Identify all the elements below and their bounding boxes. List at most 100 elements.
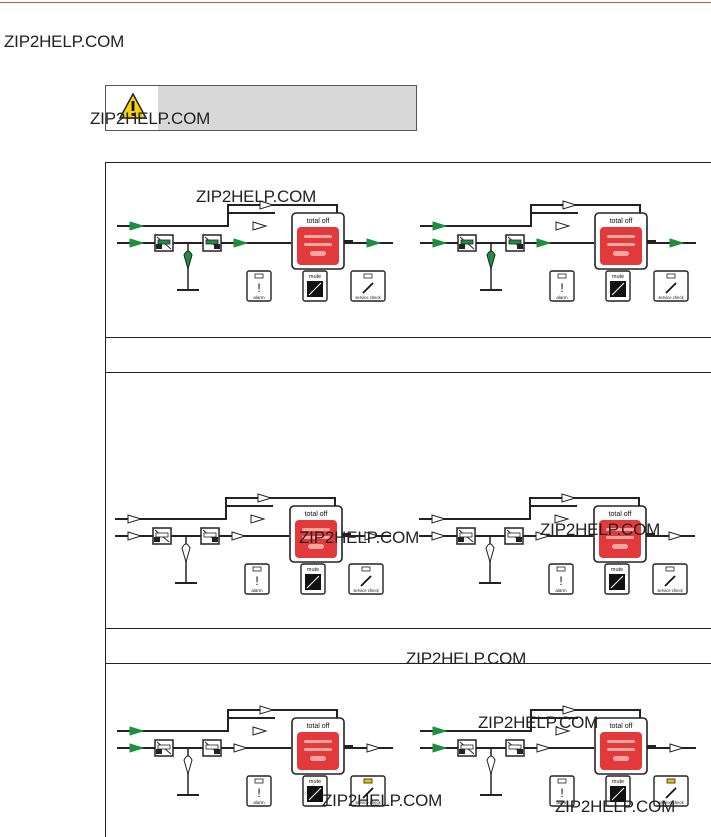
panel-label: total off (307, 723, 330, 730)
watermark-text: ZIP2HELP.COM (478, 713, 599, 732)
flow-arrow (432, 726, 448, 736)
wrench-icon (362, 787, 374, 799)
valve-symbol (457, 739, 477, 757)
panel-label: mute (612, 779, 624, 785)
flow-arrow (536, 238, 552, 248)
panel-label: alarm (251, 588, 263, 593)
flow-arrow (252, 221, 268, 231)
flow-diagram-graphic: total off !alarm mute service check (117, 705, 393, 807)
panel-label: total off (609, 511, 632, 518)
row-separator (105, 337, 711, 338)
flow-diagram: total off !alarm mute service check (115, 700, 397, 815)
panel-label: service check (658, 295, 684, 300)
drain-valve (486, 250, 496, 271)
alarm-indicator: !alarm (549, 270, 575, 302)
flow-arrow (259, 200, 275, 210)
mute-button: mute (300, 563, 326, 595)
top-rule (0, 2, 711, 3)
flow-arrow (561, 493, 577, 503)
flow-arrow (432, 221, 448, 231)
flow-line (117, 717, 275, 732)
flow-arrow (257, 493, 273, 503)
drain-valve (183, 755, 193, 776)
valve-symbol (200, 527, 220, 545)
flow-arrow (555, 726, 571, 736)
alarm-indicator: !alarm (246, 270, 272, 302)
flow-line (420, 212, 578, 227)
panel-label: mute (307, 567, 319, 573)
flow-diagram: total off !alarm mute service check (417, 488, 699, 603)
valve-symbol (154, 234, 174, 252)
alarm-indicator: !alarm (548, 563, 574, 595)
panel-label: ! (560, 786, 563, 800)
flow-arrow (536, 743, 552, 753)
flow-arrow (562, 705, 578, 715)
service-check-indicator: service check (653, 270, 689, 302)
drain-valve (181, 543, 191, 564)
flow-arrow (432, 743, 448, 753)
wrench-icon (360, 575, 372, 587)
alarm-indicator: !alarm (549, 775, 575, 807)
drain-valve (183, 250, 193, 271)
panel-label: mute (309, 779, 321, 785)
service-check-indicator: service check (653, 775, 689, 807)
watermark-text: ZIP2HELP.COM (4, 32, 125, 51)
panel-label: alarm (556, 800, 568, 805)
total-off-panel: total off (594, 212, 648, 270)
flow-arrow (366, 238, 382, 248)
service-check-indicator: service check (348, 563, 384, 595)
flow-line (115, 505, 273, 520)
alarm-indicator: !alarm (246, 775, 272, 807)
panel-label: total off (610, 218, 633, 225)
watermark-text: ZIP2HELP.COM (540, 520, 661, 539)
panel-label: mute (611, 567, 623, 573)
panel-label: ! (560, 281, 563, 295)
panel-label: mute (309, 274, 321, 280)
flow-arrow (129, 221, 145, 231)
flow-arrow (669, 238, 685, 248)
flow-arrow (432, 238, 448, 248)
row-separator (105, 628, 711, 629)
flow-arrow (233, 238, 249, 248)
warning-icon (118, 92, 148, 119)
valve-symbol (505, 739, 525, 757)
flow-arrow (129, 743, 145, 753)
flow-arrow (250, 514, 266, 524)
wrench-icon (665, 787, 677, 799)
valve-symbol (152, 527, 172, 545)
total-off-panel: total off (289, 505, 343, 563)
flow-arrow (554, 514, 570, 524)
service-check-indicator: service check (350, 775, 386, 807)
panel-label: ! (255, 574, 258, 588)
flow-arrow (366, 743, 382, 753)
mute-button: mute (302, 775, 328, 807)
mute-button: mute (302, 270, 328, 302)
flow-arrow (669, 743, 685, 753)
wrench-icon (665, 282, 677, 294)
flow-diagram-graphic: total off !alarm mute service check (419, 493, 695, 595)
flow-arrow (231, 531, 247, 541)
valve-symbol (457, 234, 477, 252)
panel-label: alarm (555, 588, 567, 593)
panel-label: service check (355, 800, 381, 805)
mute-button: mute (605, 270, 631, 302)
watermark-text: ZIP2HELP.COM (299, 528, 420, 547)
service-check-indicator: service check (652, 563, 688, 595)
drain-valve (486, 755, 496, 776)
flow-arrow (129, 238, 145, 248)
flow-arrow (259, 705, 275, 715)
alarm-indicator: !alarm (244, 563, 270, 595)
panel-label: service check (658, 800, 684, 805)
flow-arrow (364, 531, 380, 541)
watermark-text: ZIP2HELP.COM (555, 797, 676, 816)
service-check-indicator: service check (350, 270, 386, 302)
panel-label: ! (257, 281, 260, 295)
total-off-panel: total off (291, 717, 345, 775)
flow-arrow (127, 514, 143, 524)
